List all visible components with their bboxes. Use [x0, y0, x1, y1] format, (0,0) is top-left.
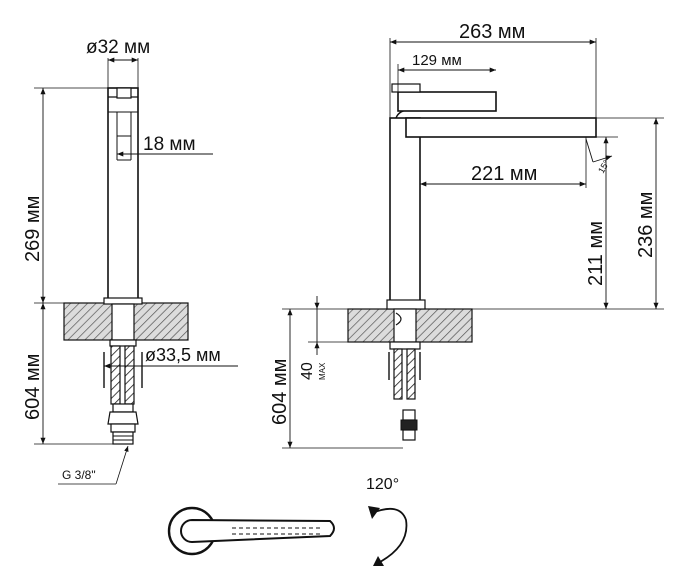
label-211mm: 211 мм	[585, 221, 607, 286]
rotation-view: 120°	[167, 476, 408, 566]
front-body	[107, 87, 139, 304]
rotation-arrow	[371, 507, 408, 563]
label-129mm: 129 мм	[412, 52, 462, 69]
hose-left-1	[110, 345, 121, 405]
label-269mm: 269 мм	[22, 196, 44, 262]
side-spout	[405, 117, 597, 138]
hose-right-2	[406, 348, 416, 400]
front-view: ø32 мм 18 мм 269 мм ø33,5 мм 604 мм G 3/…	[22, 37, 238, 485]
label-40: 40	[299, 362, 316, 380]
label-18mm: 18 мм	[143, 134, 196, 155]
hose-right-1	[393, 348, 403, 400]
hose-left-2	[124, 345, 135, 405]
label-thread: G 3/8"	[62, 468, 96, 482]
rotation-spout-outline	[180, 518, 335, 544]
label-604mm-right: 604 мм	[269, 359, 291, 425]
side-lever	[397, 91, 497, 112]
label-221mm: 221 мм	[471, 163, 537, 185]
label-rotation-120: 120°	[366, 476, 399, 493]
label-604mm-left: 604 мм	[22, 354, 44, 420]
side-body	[389, 117, 421, 305]
label-263mm: 263 мм	[459, 21, 525, 43]
label-236mm: 236 мм	[635, 192, 657, 258]
front-handle	[116, 87, 132, 99]
label-max: MAX	[318, 362, 327, 380]
side-view: 263 мм 129 мм 221 мм 15° 211 мм 236 мм 6…	[269, 21, 664, 449]
label-diam335: ø33,5 мм	[145, 345, 221, 365]
label-diam32: ø32 мм	[86, 37, 150, 58]
